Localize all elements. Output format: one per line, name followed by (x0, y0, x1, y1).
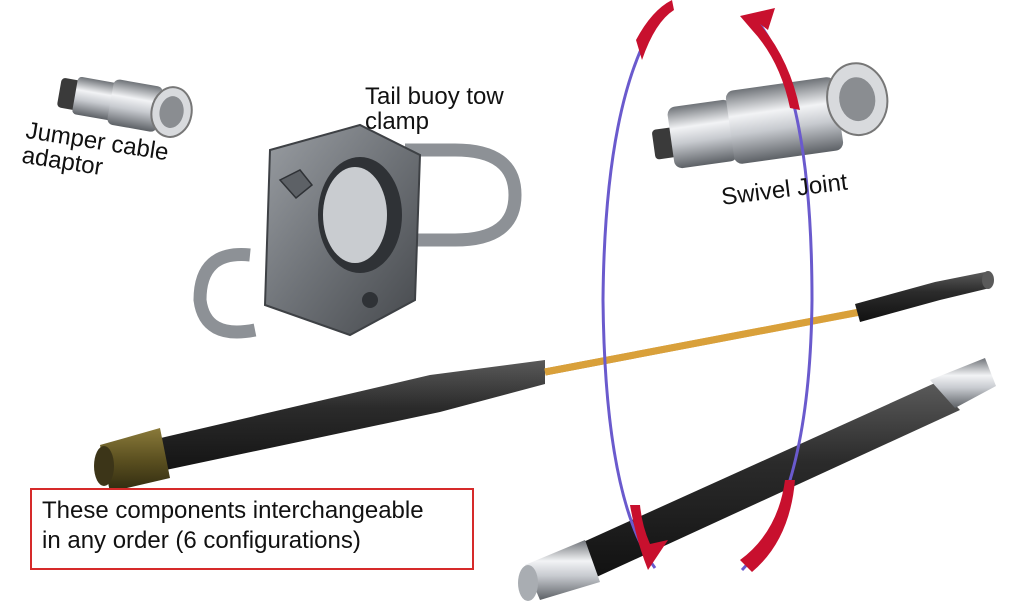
clamp-label-line-2: clamp (365, 108, 430, 136)
tail-buoy-tow-clamp-image (193, 123, 522, 339)
left-arrow-top-icon (636, 0, 674, 60)
tow-cable-lower-image (518, 358, 996, 601)
right-arrow-top-icon (740, 8, 800, 110)
right-arrow-bottom-icon (740, 480, 795, 572)
tail-buoy-tow-clamp-label: Tail buoy tow clamp (365, 83, 504, 136)
rotation-arrows-diagram (601, 0, 814, 572)
interchangeable-note-box: These components interchangeable in any … (30, 488, 474, 570)
clamp-label-line-1: Tail buoy tow (365, 83, 504, 110)
left-arrow-bottom-icon (630, 505, 668, 570)
note-line-1: These components interchangeable (42, 497, 424, 524)
swivel-joint-image (652, 62, 889, 169)
jumper-cable-adaptor-image (57, 76, 193, 138)
left-rotation-ellipse (601, 3, 670, 569)
tow-cable-upper-image (94, 271, 994, 492)
note-line-2: in any order (6 configurations) (42, 527, 361, 554)
